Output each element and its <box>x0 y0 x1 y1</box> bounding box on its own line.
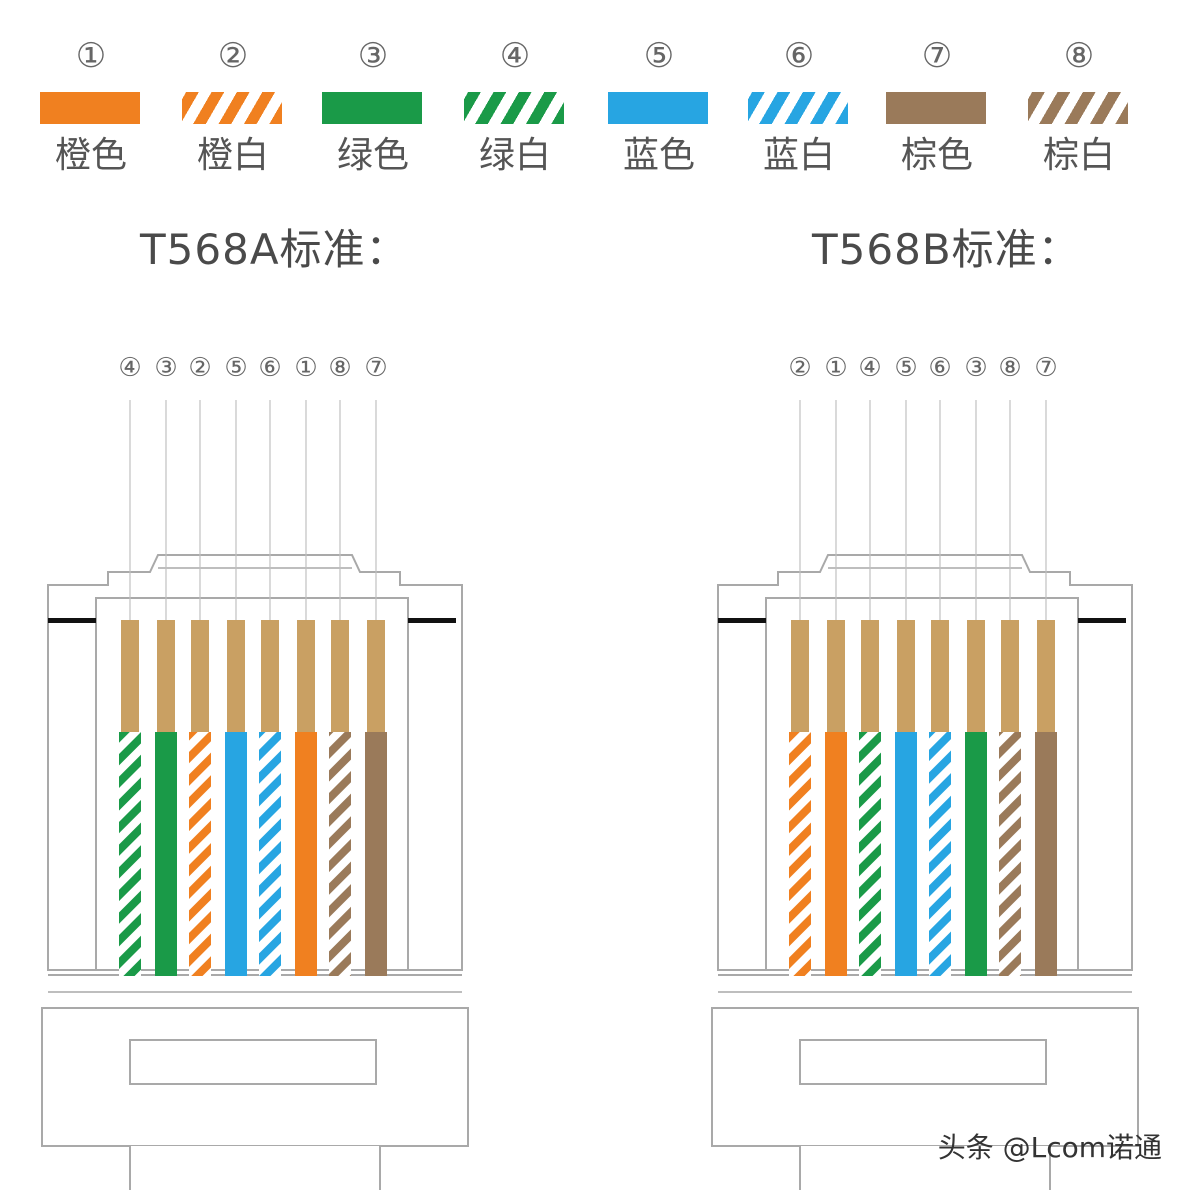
legend-item: ⑤ 蓝色 <box>604 30 714 190</box>
legend-color-name: 蓝白 <box>762 135 835 176</box>
wire <box>789 732 811 976</box>
legend-color-name: 棕白 <box>1042 135 1115 176</box>
legend-item: ⑦ 棕色 <box>882 30 992 190</box>
wire <box>999 732 1021 976</box>
contact-blade <box>791 620 809 732</box>
wire <box>365 732 387 976</box>
plug-black-bar <box>718 618 766 623</box>
legend-item: ⑧ 棕白 <box>1024 30 1134 190</box>
legend-number: ④ <box>499 36 531 76</box>
plug-black-bar <box>1078 618 1126 623</box>
plug-black-bar <box>408 618 456 623</box>
pin-number-label: ⑤ <box>224 353 247 383</box>
legend-color-name: 橙色 <box>54 135 127 176</box>
contact-blade <box>967 620 985 732</box>
plug-inner-window <box>765 597 1079 971</box>
pin-number-label: ④ <box>858 353 881 383</box>
legend-number: ② <box>217 36 249 76</box>
wire <box>295 732 317 976</box>
t568a-title: T568A标准： <box>140 225 409 274</box>
plug-inner-window <box>95 597 409 971</box>
contact-blade <box>897 620 915 732</box>
plug-cable-boot <box>799 1146 1051 1190</box>
pin-number-label: ⑦ <box>364 353 387 383</box>
pin-number-label: ⑥ <box>928 353 951 383</box>
watermark: 头条 @Lcom诺通 <box>937 1131 1162 1164</box>
pin-number-label: ④ <box>118 353 141 383</box>
pin-number-label: ⑦ <box>1034 353 1057 383</box>
plug-base-slot <box>129 1039 377 1085</box>
contact-blade <box>331 620 349 732</box>
legend-color-name: 蓝色 <box>622 135 695 176</box>
plug-cable-boot <box>129 1146 381 1190</box>
plug-base-slot <box>799 1039 1047 1085</box>
legend-color-name: 绿色 <box>336 135 409 176</box>
wire <box>859 732 881 976</box>
legend-swatch <box>40 92 140 124</box>
legend-item: ① 橙色 <box>36 30 146 190</box>
wire <box>965 732 987 976</box>
contact-blade <box>827 620 845 732</box>
plug-black-bar <box>48 618 96 623</box>
legend-swatch <box>182 92 282 124</box>
legend-color-name: 绿白 <box>478 135 551 176</box>
pin-number-label: ③ <box>154 353 177 383</box>
contact-blade <box>191 620 209 732</box>
pin-number-label: ① <box>294 353 317 383</box>
wire <box>259 732 281 976</box>
contact-blade <box>1001 620 1019 732</box>
legend-swatch <box>886 92 986 124</box>
wire <box>225 732 247 976</box>
wire <box>155 732 177 976</box>
pin-number-label: ③ <box>964 353 987 383</box>
contact-blade <box>227 620 245 732</box>
wire <box>1035 732 1057 976</box>
pin-number-label: ① <box>824 353 847 383</box>
wire <box>825 732 847 976</box>
wire <box>895 732 917 976</box>
legend-number: ⑤ <box>643 36 675 76</box>
legend-swatch <box>748 92 848 124</box>
wire <box>189 732 211 976</box>
legend-number: ⑦ <box>921 36 953 76</box>
wire <box>929 732 951 976</box>
legend-swatch <box>608 92 708 124</box>
legend-item: ② 橙白 <box>178 30 288 190</box>
contact-blade <box>157 620 175 732</box>
legend-item: ⑥ 蓝白 <box>744 30 854 190</box>
contact-blade <box>297 620 315 732</box>
contact-blade <box>367 620 385 732</box>
pin-number-label: ② <box>788 353 811 383</box>
contact-blade <box>931 620 949 732</box>
color-legend: ① 橙色 ② 橙白 ③ 绿色 ④ 绿白 ⑤ 蓝色 ⑥ 蓝白 ⑦ 棕色 ⑧ 棕白 <box>0 0 1190 200</box>
legend-swatch <box>322 92 422 124</box>
wire <box>329 732 351 976</box>
legend-item: ④ 绿白 <box>460 30 570 190</box>
legend-number: ⑧ <box>1063 36 1095 76</box>
contact-blade <box>1037 620 1055 732</box>
pin-number-label: ② <box>188 353 211 383</box>
legend-number: ① <box>75 36 107 76</box>
pin-number-label: ⑧ <box>998 353 1021 383</box>
pin-number-label: ⑤ <box>894 353 917 383</box>
contact-blade <box>121 620 139 732</box>
t568b-title: T568B标准： <box>812 225 1081 274</box>
legend-number: ③ <box>357 36 389 76</box>
legend-item: ③ 绿色 <box>318 30 428 190</box>
pin-number-label: ⑧ <box>328 353 351 383</box>
pin-number-label: ⑥ <box>258 353 281 383</box>
legend-color-name: 棕色 <box>900 135 973 176</box>
contact-blade <box>261 620 279 732</box>
legend-swatch <box>464 92 564 124</box>
wire <box>119 732 141 976</box>
legend-color-name: 橙白 <box>196 135 269 176</box>
legend-number: ⑥ <box>783 36 815 76</box>
contact-blade <box>861 620 879 732</box>
legend-swatch <box>1028 92 1128 124</box>
